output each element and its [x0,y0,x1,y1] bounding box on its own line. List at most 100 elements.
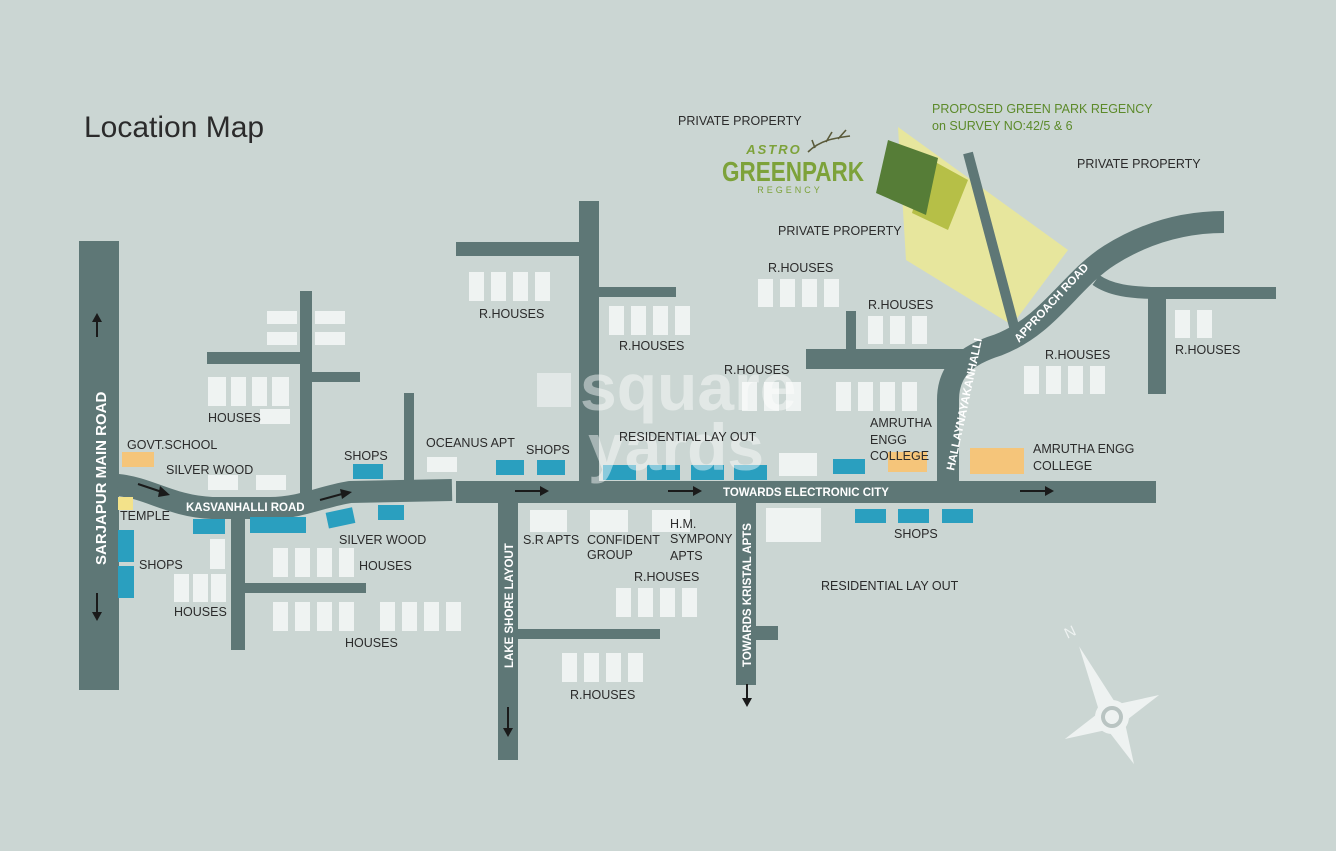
building [880,382,895,411]
building [315,332,345,345]
houses-label: HOUSES [345,636,398,650]
building [764,382,779,411]
logo-line2: GREENPARK [722,156,864,187]
sarjapur-road-label: SARJAPUR MAIN ROAD [93,391,110,565]
building [295,602,310,631]
arrow-right-icon [137,483,170,497]
building [380,602,395,631]
r-houses-label: R.HOUSES [868,298,933,312]
amrutha-label-line1: AMRUTHA [870,416,932,430]
r-houses-label: R.HOUSES [724,363,789,377]
silver-wood-label: SILVER WOOD [166,463,253,477]
lake-shore-label: LAKE SHORE LAYOUT [504,543,516,668]
shop-block [734,465,767,480]
building [491,272,506,301]
building [890,316,905,344]
residential-layout-label: RESIDENTIAL LAY OUT [619,430,757,444]
arrow-right-icon [319,489,352,501]
r-houses-label: R.HOUSES [479,307,544,321]
shops-label: SHOPS [344,449,388,463]
building [780,279,795,307]
houses-label: HOUSES [174,605,227,619]
building [210,539,225,569]
shops-blocks [118,459,973,598]
building [836,382,851,411]
building [1197,310,1212,338]
logo-branch-icon [807,129,851,153]
survey-plot-6 [876,140,938,215]
building [1024,366,1039,394]
branch-road [963,151,1020,332]
building [682,588,697,617]
building [868,316,883,344]
building [638,588,653,617]
building [858,382,873,411]
compass-icon [1064,646,1160,765]
amrutha-college-label-line1: AMRUTHA ENGG [1033,442,1134,456]
arrow-right-icon [515,486,549,496]
building [446,602,461,631]
shop-block [691,465,724,480]
building [652,510,690,532]
temple-block [118,497,133,510]
building [231,377,246,406]
building [427,457,457,472]
amrutha-college-label-line2: COLLEGE [1033,459,1092,473]
hm-sympony-label-line1: H.M. [670,517,696,531]
amrutha-label-line3: COLLEGE [870,449,929,463]
shop-block [898,509,929,523]
building [609,306,624,335]
govt-school-label: GOVT.SCHOOL [127,438,217,452]
building [675,306,690,335]
institution-blocks [118,448,1024,510]
building [758,279,773,307]
private-property-label: PRIVATE PROPERTY [1077,157,1201,171]
shop-block [603,465,636,480]
silver-wood-label: SILVER WOOD [339,533,426,547]
building [295,548,310,577]
r-houses-label: R.HOUSES [634,570,699,584]
r-houses-label: R.HOUSES [1045,348,1110,362]
building [424,602,439,631]
shop-block [855,509,886,523]
building [402,602,417,631]
building [1090,366,1105,394]
building [653,306,668,335]
building [530,510,567,532]
houses-label: HOUSES [359,559,412,573]
building [267,311,297,324]
building [616,588,631,617]
building [802,279,817,307]
private-property-label: PRIVATE PROPERTY [778,224,902,238]
shop-block [353,464,383,479]
hm-sympony-label-line2: SYMPONY [670,532,733,546]
logo-line3: REGENCY [757,185,823,195]
building [606,653,621,682]
building [260,409,290,424]
hm-sympony-label-line3: APTS [670,549,703,563]
building [513,272,528,301]
building [902,382,917,411]
r-houses-label: R.HOUSES [619,339,684,353]
building [590,510,628,532]
building [535,272,550,301]
shop-block [833,459,865,474]
building [174,574,189,602]
govt-school-block [122,452,154,467]
building [267,332,297,345]
place-labels: PROPOSED GREEN PARK REGENCY on SURVEY NO… [120,102,1240,702]
building [272,377,289,406]
shop-block [118,530,134,562]
shops-label: SHOPS [894,527,938,541]
amrutha-college-block [970,448,1024,474]
building [211,574,226,602]
building [317,548,332,577]
oceanus-apt-label: OCEANUS APT [426,436,515,450]
building [779,453,817,476]
building [742,382,757,411]
direction-arrows [92,313,1054,737]
confident-group-label-line1: CONFIDENT [587,533,660,547]
shop-block [647,465,680,480]
shop-block [250,517,306,533]
